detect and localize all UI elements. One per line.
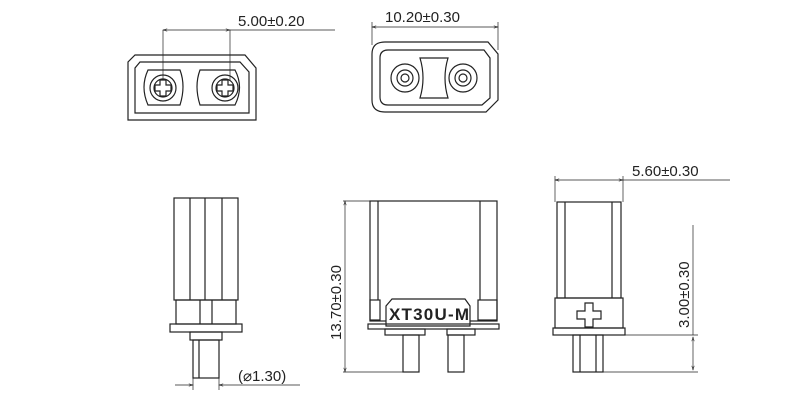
plus-icon [576, 302, 602, 328]
part-label: XT30U-M [389, 305, 469, 324]
dimension-pin-diameter: (⌀1.30) [238, 368, 286, 385]
side-view-right: 5.60±0.30 3.00±0.30 [552, 163, 730, 373]
dimension-pin-length: 3.00±0.30 [676, 261, 693, 328]
dimension-height: 13.70±0.30 [328, 265, 345, 340]
front-view-body: XT30U-M 13.70±0.30 [328, 201, 500, 372]
dimension-depth: 5.60±0.30 [632, 163, 699, 180]
dimension-width: 10.20±0.30 [385, 9, 460, 26]
front-view-face-1: 5.00±0.20 [127, 13, 335, 121]
side-view-left: (⌀1.30) [169, 197, 300, 390]
dimension-pin-pitch: 5.00±0.20 [238, 13, 305, 30]
front-view-face-2: 10.20±0.30 [372, 9, 498, 113]
